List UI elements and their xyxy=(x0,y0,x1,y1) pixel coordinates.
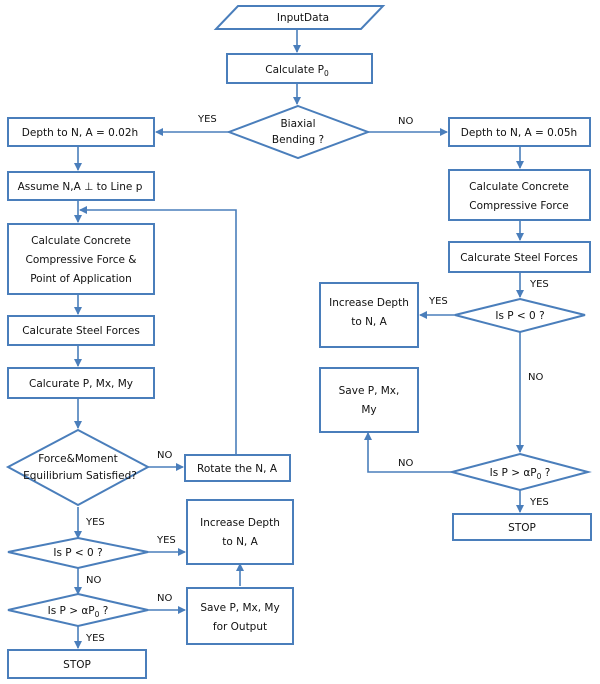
ispalpha-left-decision xyxy=(7,592,149,628)
isp0-left-yes-label: YES xyxy=(156,535,176,546)
save-right-line2: My xyxy=(361,404,376,416)
save-right-line1: Save P, Mx, xyxy=(339,385,400,397)
ispalpha-left-label: Is P > αP0 ? xyxy=(48,605,109,619)
calc-concrete-left-node xyxy=(7,223,155,295)
rotate-node xyxy=(184,454,291,482)
steel-right-node xyxy=(448,241,591,273)
biaxial-yes-label: YES xyxy=(197,114,217,125)
calc-p0-node xyxy=(226,53,373,84)
calc-concrete-left-line2: Compressive Force & xyxy=(26,254,137,266)
equilibrium-decision xyxy=(5,428,151,507)
steel-right-yes-label: YES xyxy=(529,279,549,290)
isp0-left-label: Is P < 0 ? xyxy=(53,547,102,559)
equilibrium-label-line1: Force&Moment xyxy=(38,453,118,465)
increase-left-line2: to N, A xyxy=(222,536,258,548)
input-node xyxy=(213,5,386,30)
ispalpha-left-no-label: NO xyxy=(157,593,172,604)
calc-concrete-left-line1: Calculate Concrete xyxy=(31,235,131,247)
calc-pmxmy-label: Calcurate P, Mx, My xyxy=(29,378,133,390)
save-left-node xyxy=(186,587,294,645)
isp0-right-yes-label: YES xyxy=(428,296,448,307)
ispalpha-right-yes-label: YES xyxy=(529,497,549,508)
increase-left-line1: Increase Depth xyxy=(200,517,280,529)
biaxial-decision xyxy=(226,104,371,160)
save-left-line1: Save P, Mx, My xyxy=(200,602,279,614)
ispalpha-right-no-label: NO xyxy=(398,458,413,469)
steel-right-label: Calcurate Steel Forces xyxy=(460,252,578,264)
calc-p0-label: Calculate P0 xyxy=(265,64,329,78)
isp0-right-decision xyxy=(454,297,586,334)
increase-left-node xyxy=(186,499,294,565)
depth-left-label: Depth to N, A = 0.02h xyxy=(22,127,138,139)
edge-labels: YES NO NO YES YES NO NO YES YES YES NO N… xyxy=(85,114,549,644)
stop-right-label: STOP xyxy=(508,522,536,534)
increase-right-line1: Increase Depth xyxy=(329,297,409,309)
depth-left-node xyxy=(7,117,155,147)
assume-node xyxy=(7,171,155,201)
node-labels: InputData Calculate P0 Biaxial Bending ?… xyxy=(18,12,578,671)
isp0-left-decision xyxy=(7,536,149,570)
steel-left-label: Calcurate Steel Forces xyxy=(22,325,140,337)
calc-concrete-right-line2: Compressive Force xyxy=(469,200,568,212)
stop-left-node xyxy=(7,649,147,679)
shapes xyxy=(5,5,592,679)
calc-concrete-right-line1: Calculate Concrete xyxy=(469,181,569,193)
biaxial-label-line1: Biaxial xyxy=(280,118,315,130)
increase-right-line2: to N, A xyxy=(351,316,387,328)
isp0-right-label: Is P < 0 ? xyxy=(495,310,544,322)
equilibrium-no-label: NO xyxy=(157,450,172,461)
ispalpha-left-yes-label: YES xyxy=(85,633,105,644)
biaxial-label-line2: Bending ? xyxy=(272,134,324,146)
calc-concrete-left-line3: Point of Application xyxy=(30,273,132,285)
equilibrium-yes-label: YES xyxy=(85,517,105,528)
ispalpha-right-label: Is P > αP0 ? xyxy=(490,467,551,481)
calc-pmxmy-node xyxy=(7,367,155,399)
increase-right-node xyxy=(319,282,419,348)
ispalpha-right-decision xyxy=(448,452,592,492)
equilibrium-label-line2: Equilibrium Satisfied? xyxy=(23,470,137,482)
connectors xyxy=(74,29,524,649)
save-right-node xyxy=(319,367,419,433)
steel-left-node xyxy=(7,315,155,346)
rotate-label: Rotate the N, A xyxy=(197,463,278,475)
assume-label: Assume N,A ⊥ to Line p xyxy=(18,181,143,193)
stop-left-label: STOP xyxy=(63,659,91,671)
calc-concrete-right-node xyxy=(448,169,591,221)
stop-right-node xyxy=(452,513,592,541)
isp0-left-no-label: NO xyxy=(86,575,101,586)
depth-right-label: Depth to N, A = 0.05h xyxy=(461,127,577,139)
edge-rotate-loop-back xyxy=(79,206,237,455)
depth-right-node xyxy=(448,117,591,147)
biaxial-no-label: NO xyxy=(398,116,413,127)
save-left-line2: for Output xyxy=(213,621,267,633)
edge-ispalpha-right-no xyxy=(364,432,452,473)
isp0-right-no-label: NO xyxy=(528,372,543,383)
input-label: InputData xyxy=(277,12,329,24)
